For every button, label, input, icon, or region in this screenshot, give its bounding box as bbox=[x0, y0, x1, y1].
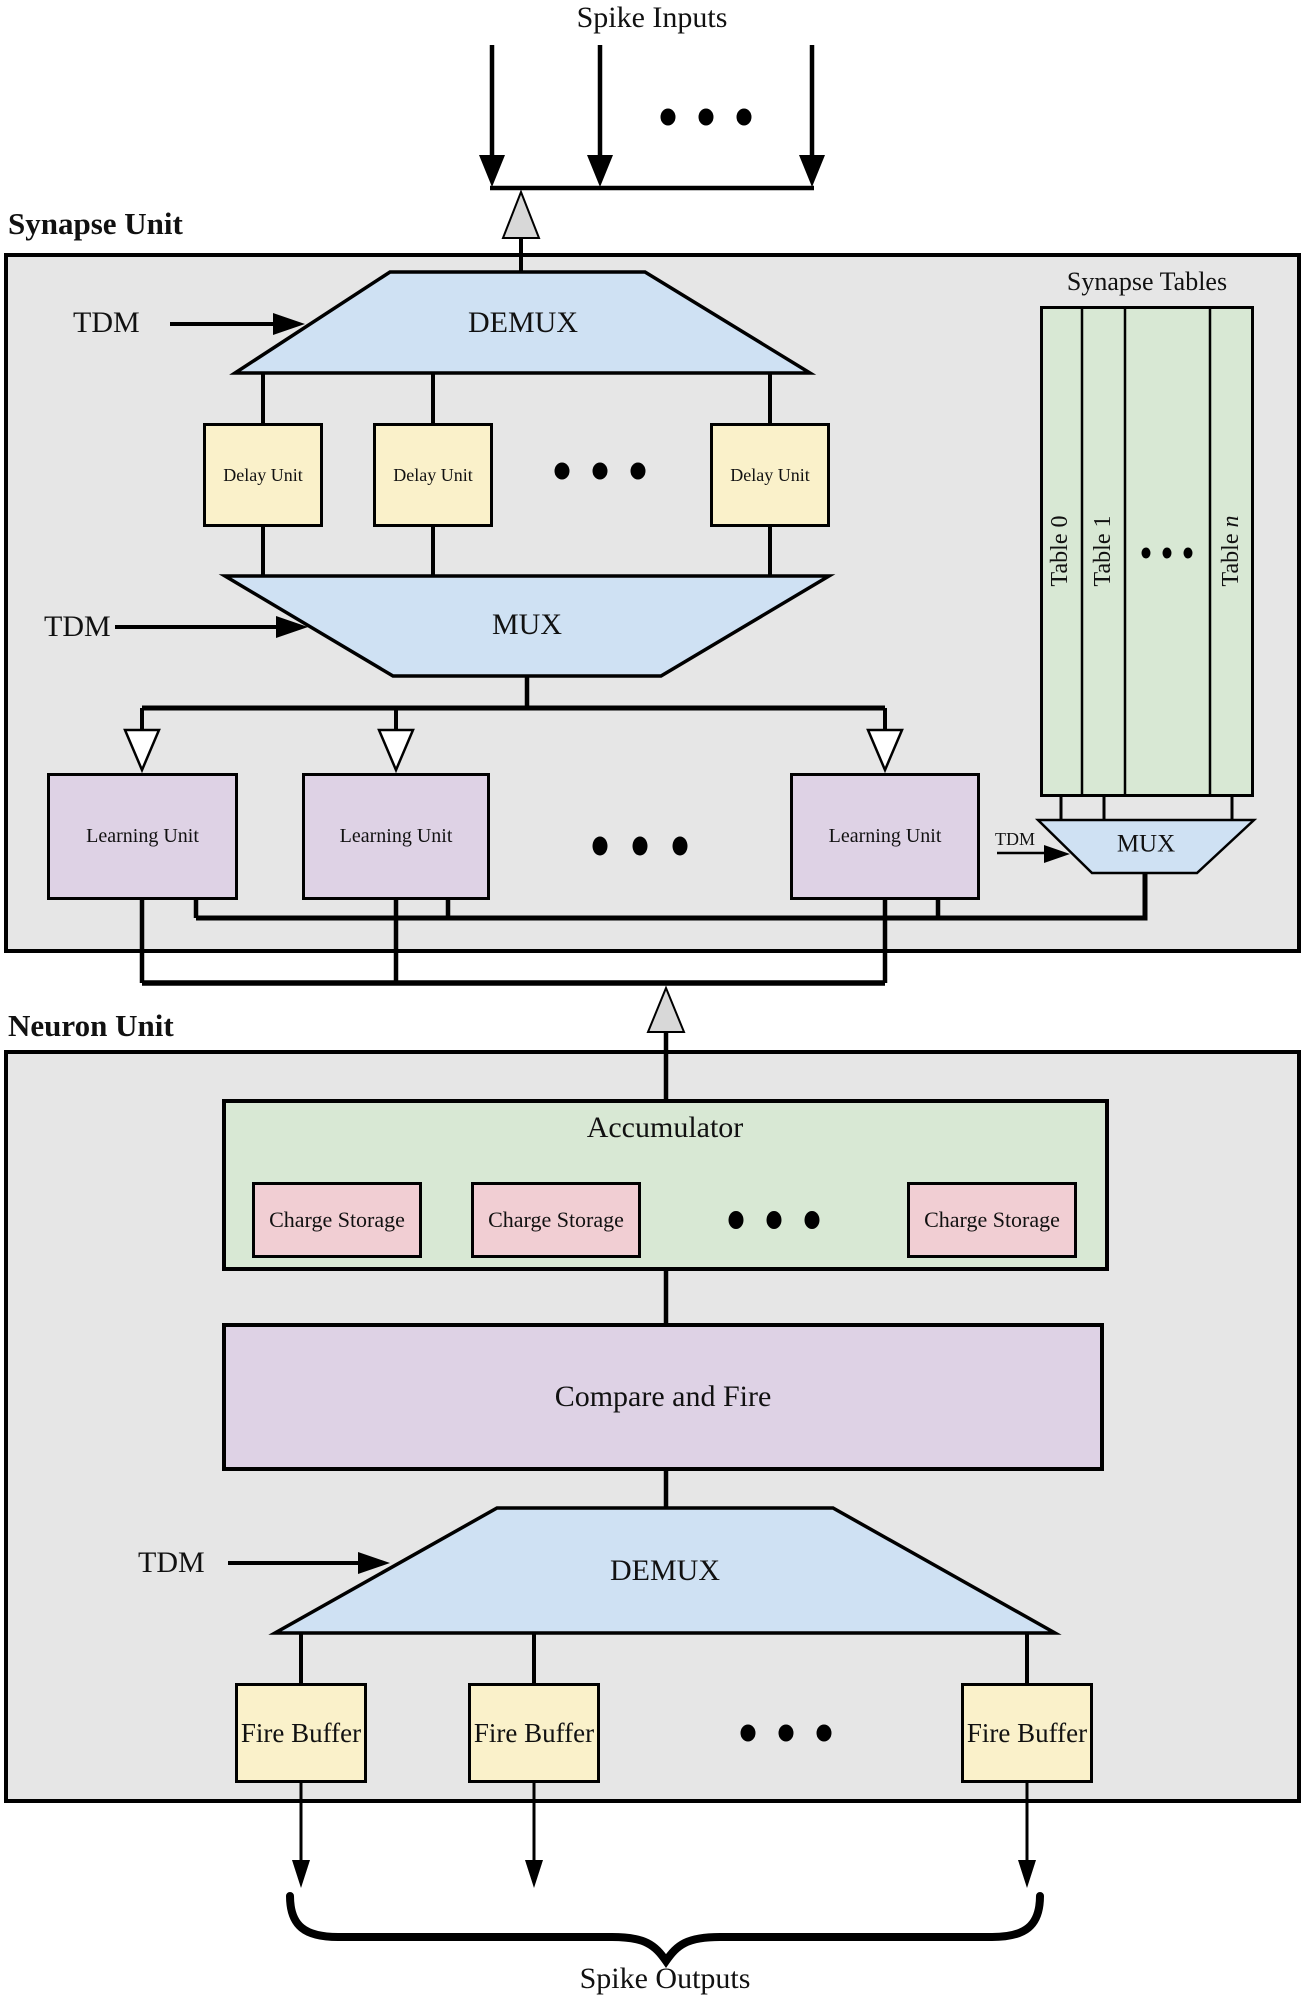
table-feedback-bus bbox=[196, 873, 1148, 921]
fire-buffer-box: Fire Buffer bbox=[961, 1683, 1093, 1783]
tdm-arrowhead-icon bbox=[358, 1552, 390, 1574]
tables-mux-shape bbox=[1034, 818, 1258, 875]
spike-output-arrowheads bbox=[292, 1860, 1036, 1888]
spike-input-arrows bbox=[489, 45, 815, 158]
tdm-arrowhead-icon bbox=[276, 616, 308, 638]
synapse-demux-label: DEMUX bbox=[468, 305, 578, 339]
charge-storage-box: Charge Storage bbox=[907, 1182, 1077, 1258]
open-arrowhead-icons bbox=[123, 728, 904, 774]
neuron-demux-label: DEMUX bbox=[610, 1553, 720, 1587]
tdm-label: TDM bbox=[138, 1546, 205, 1579]
spike-input-arrowheads bbox=[479, 155, 825, 187]
tdm-label: TDM bbox=[44, 610, 111, 643]
spike-outputs-label: Spike Outputs bbox=[579, 1961, 751, 1995]
table-stub-wires bbox=[1059, 797, 1234, 820]
tdm-small-label: TDM bbox=[995, 829, 1035, 849]
learning-output-wires bbox=[139, 900, 941, 983]
tdm-small-arrowhead-icon bbox=[1044, 845, 1070, 863]
synapse-unit-title: Synapse Unit bbox=[8, 206, 183, 241]
delay-unit-box: Delay Unit bbox=[710, 423, 830, 527]
neuron-input-port-icon bbox=[646, 985, 686, 1033]
spike-output-arrows bbox=[299, 1783, 1029, 1864]
learning-unit-box: Learning Unit bbox=[790, 773, 980, 900]
learning-unit-box: Learning Unit bbox=[302, 773, 490, 900]
fire-buffer-box: Fire Buffer bbox=[468, 1683, 600, 1783]
table-0-label: Table 0 bbox=[1047, 515, 1074, 587]
table-n-label: Table n bbox=[1218, 516, 1246, 587]
neuron-demux-shape bbox=[268, 1506, 1062, 1635]
charge-storage-box: Charge Storage bbox=[252, 1182, 422, 1258]
output-brace-icon bbox=[286, 1892, 1044, 1969]
learning-unit-box: Learning Unit bbox=[47, 773, 238, 900]
neuron-unit-title: Neuron Unit bbox=[8, 1008, 174, 1043]
delay-unit-box: Delay Unit bbox=[203, 423, 323, 527]
synapse-tables-title: Synapse Tables bbox=[1066, 267, 1228, 297]
demux-to-fire-wires bbox=[299, 1633, 1029, 1683]
spike-inputs-label: Spike Inputs bbox=[576, 0, 728, 34]
table-1-label: Table 1 bbox=[1090, 515, 1117, 587]
table-n-var: n bbox=[1218, 515, 1245, 528]
synapse-mux-shape bbox=[218, 574, 836, 678]
tables-mux-label: MUX bbox=[1116, 830, 1176, 858]
synapse-input-port-icon bbox=[501, 189, 541, 239]
synapse-demux-shape bbox=[229, 270, 817, 375]
fire-buffer-box: Fire Buffer bbox=[235, 1683, 367, 1783]
table-n-prefix: Table bbox=[1218, 527, 1245, 587]
compare-and-fire-box: Compare and Fire bbox=[222, 1323, 1104, 1471]
accumulator-label: Accumulator bbox=[586, 1110, 744, 1144]
demux-to-delay-wires bbox=[261, 373, 772, 576]
bus-drop-wires bbox=[140, 708, 887, 730]
delay-unit-box: Delay Unit bbox=[373, 423, 493, 527]
charge-storage-box: Charge Storage bbox=[471, 1182, 641, 1258]
tdm-label: TDM bbox=[73, 306, 140, 339]
tdm-arrowhead-icon bbox=[273, 313, 305, 335]
synapse-mux-label: MUX bbox=[491, 607, 563, 641]
